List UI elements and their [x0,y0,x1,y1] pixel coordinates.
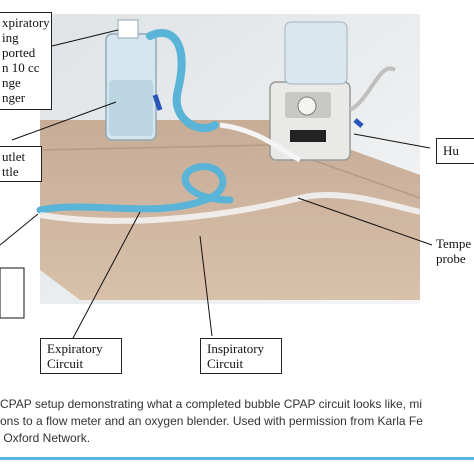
cropped-label-box [0,267,25,319]
label-expiratory-tubing: xpiratory ing ported n 10 cc nge nger [0,12,52,110]
humidifier-unit [269,21,351,161]
bubble-bottle [105,19,157,141]
expiratory-tubing [36,163,234,214]
humidifier-clamp [353,118,364,128]
label-temperature-probe: Tempe probe [432,232,474,274]
cpap-setup-photo [0,14,433,341]
figure-caption: CPAP setup demonstrating what a complete… [0,397,423,442]
pointer-lines [0,29,433,341]
humidifier-cable [348,66,397,112]
inspiratory-tubing [39,191,421,224]
clear-tubing [219,122,302,163]
bottle-tubing [146,29,219,133]
label-humidifier: Hu [436,138,474,164]
accent-rule [0,457,474,460]
label-outlet-bottle: utlet ttle [0,146,42,182]
label-inspiratory-circuit: Inspiratory Circuit [200,338,282,374]
label-expiratory-circuit: Expiratory Circuit [40,338,122,374]
tube-clamp [152,94,163,111]
